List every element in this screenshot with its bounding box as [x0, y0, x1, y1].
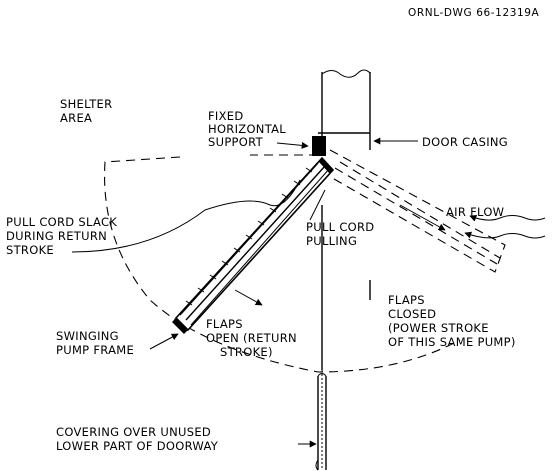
label-air-flow: AIR FLOW [446, 205, 504, 219]
svg-text:FLAPS: FLAPS [388, 293, 425, 307]
label-fixed-support: FIXED HORIZONTAL SUPPORT [208, 109, 286, 149]
svg-text:STROKE): STROKE) [220, 345, 273, 359]
return-stroke-arrow [234, 289, 263, 306]
svg-text:PULL CORD SLACK: PULL CORD SLACK [6, 215, 117, 229]
svg-text:PULLING: PULLING [306, 234, 357, 248]
air-flow-arrows [464, 215, 546, 239]
label-shelter-area: SHELTER AREA [60, 97, 112, 125]
label-pull-cord-slack: PULL CORD SLACK DURING RETURN STROKE [6, 215, 117, 257]
svg-text:(POWER STROKE: (POWER STROKE [388, 321, 489, 335]
fixed-support-block [312, 136, 326, 156]
svg-text:OPEN (RETURN: OPEN (RETURN [206, 331, 297, 345]
leader-lines [71, 137, 418, 448]
flap-hatching [185, 167, 313, 306]
label-flaps-open: FLAPS OPEN (RETURN STROKE) [206, 317, 297, 359]
door-casing [318, 69, 371, 150]
label-door-casing: DOOR CASING [422, 135, 508, 149]
swinging-pump-frame [172, 156, 335, 334]
svg-text:SUPPORT: SUPPORT [208, 135, 264, 149]
drawing-number: ORNL-DWG 66-12319A [408, 7, 540, 19]
svg-text:HORIZONTAL: HORIZONTAL [208, 122, 286, 136]
label-flaps-closed: FLAPS CLOSED (POWER STROKE OF THIS SAME … [388, 293, 516, 349]
svg-text:SWINGING: SWINGING [56, 329, 119, 343]
svg-text:PULL CORD: PULL CORD [306, 220, 374, 234]
svg-text:PUMP FRAME: PUMP FRAME [56, 343, 134, 357]
svg-text:COVERING OVER UNUSED: COVERING OVER UNUSED [56, 425, 211, 439]
label-swinging-frame: SWINGING PUMP FRAME [56, 329, 134, 357]
svg-text:CLOSED: CLOSED [388, 307, 436, 321]
svg-text:AREA: AREA [60, 111, 92, 125]
svg-text:FLAPS: FLAPS [206, 317, 243, 331]
label-pull-cord-pulling: PULL CORD PULLING [306, 220, 374, 248]
svg-text:LOWER PART OF DOORWAY: LOWER PART OF DOORWAY [56, 439, 219, 453]
door-frame-lower [321, 205, 371, 470]
svg-text:SHELTER: SHELTER [60, 97, 112, 111]
svg-text:FIXED: FIXED [208, 109, 244, 123]
svg-text:STROKE: STROKE [6, 243, 54, 257]
swing-arc [104, 154, 461, 373]
closed-pump-outline [321, 149, 506, 273]
covering-panel [315, 373, 327, 471]
svg-text:DURING RETURN: DURING RETURN [6, 229, 107, 243]
label-covering: COVERING OVER UNUSED LOWER PART OF DOORW… [56, 425, 219, 453]
power-stroke-arrow [399, 204, 446, 231]
svg-text:OF THIS SAME PUMP): OF THIS SAME PUMP) [388, 335, 516, 349]
